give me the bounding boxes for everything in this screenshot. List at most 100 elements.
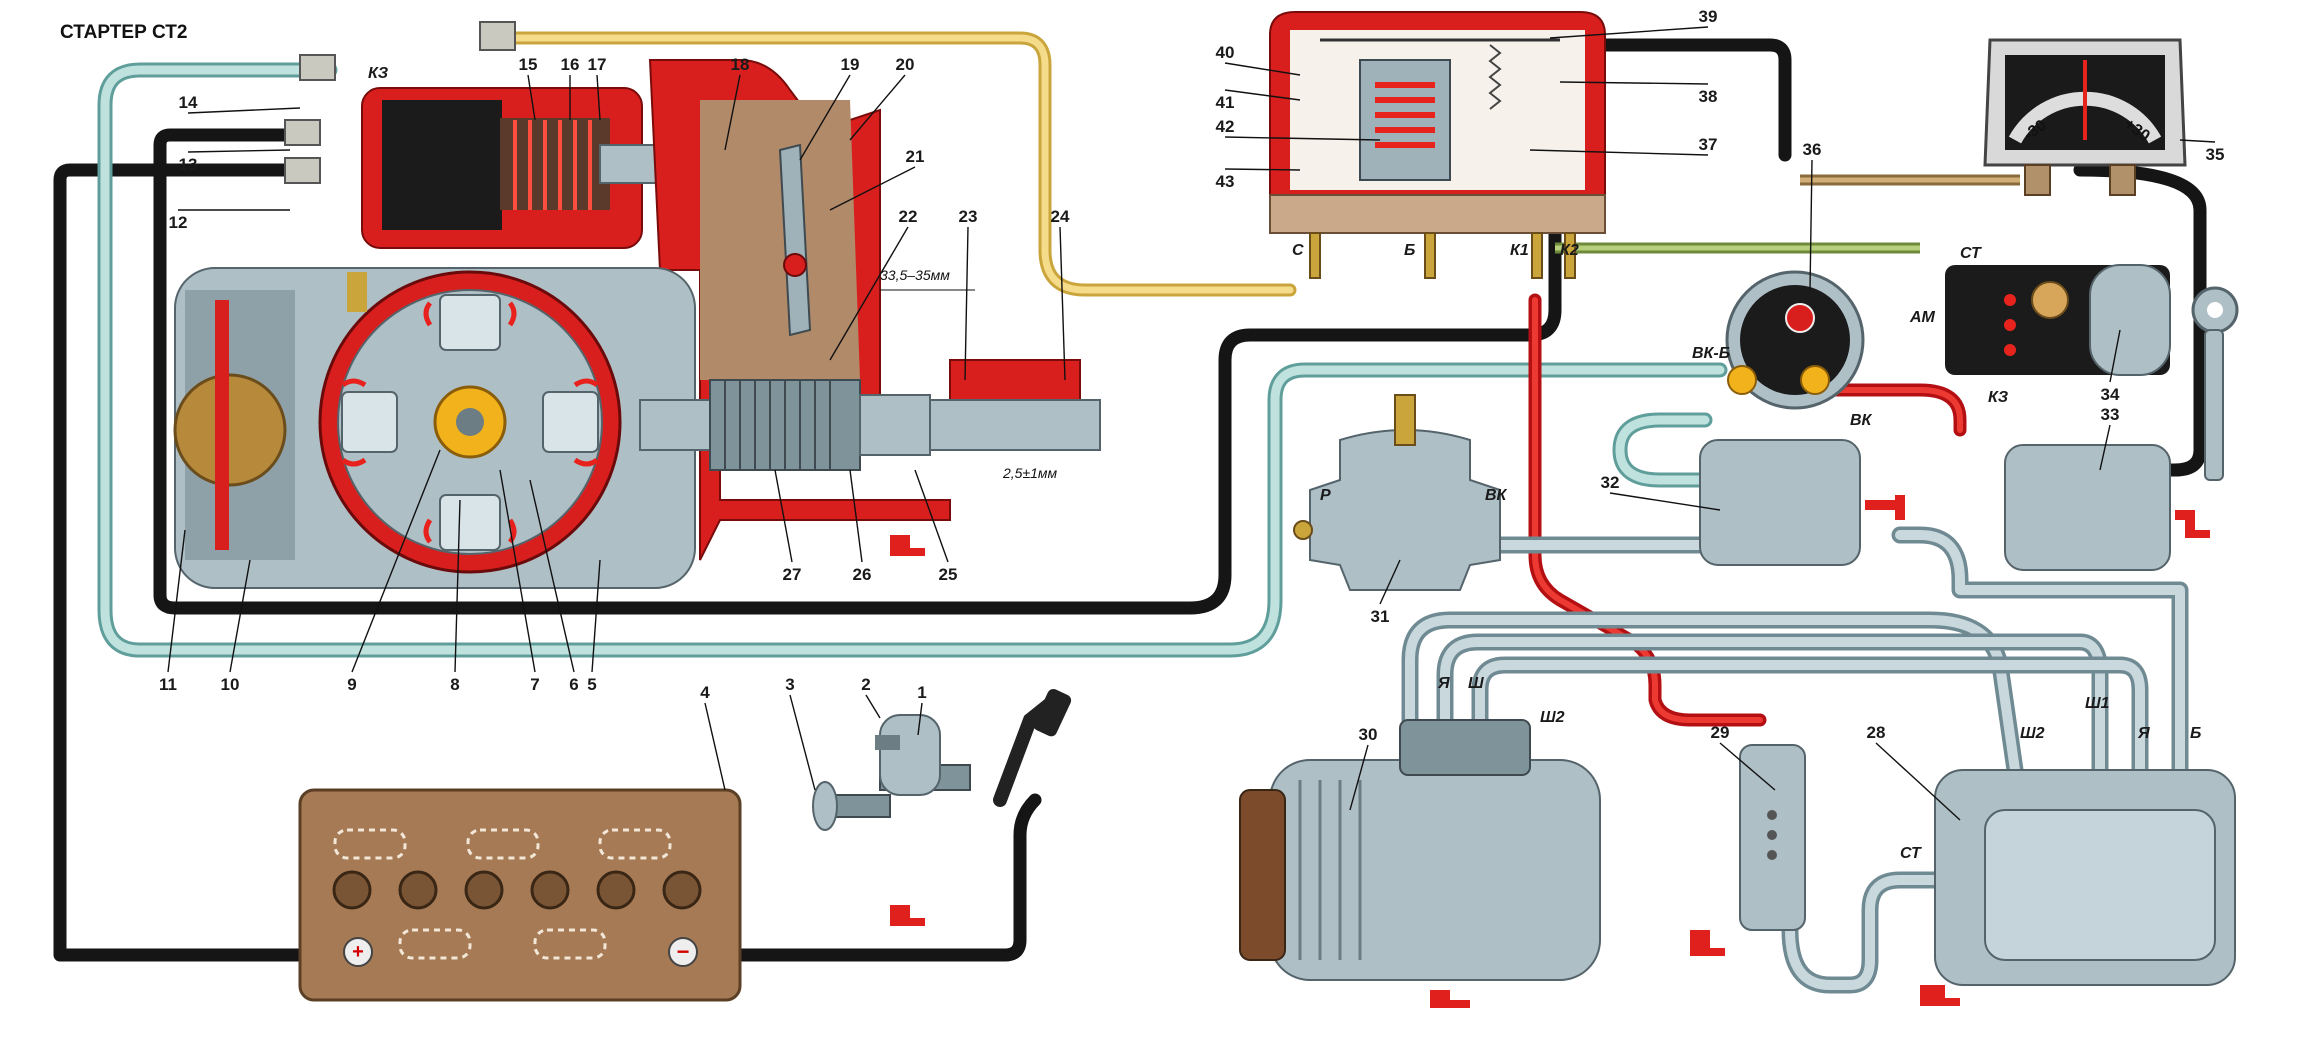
relay-k1-label: К1 — [1510, 242, 1529, 259]
callout-leader-6 — [529, 479, 575, 673]
callout-18: 18 — [731, 55, 750, 74]
callout-33: 33 — [2101, 405, 2120, 424]
wires — [53, 31, 2207, 994]
diagram-title: СТАРТЕР СТ2 — [60, 22, 187, 43]
end-cap-seal — [215, 300, 229, 550]
callout-29: 29 — [1711, 723, 1730, 742]
callout-leader-22 — [829, 226, 909, 361]
callout-16: 16 — [561, 55, 580, 74]
callout-11: 11 — [159, 675, 177, 694]
callout-8: 8 — [450, 675, 459, 694]
callout-6: 6 — [569, 675, 578, 694]
callout-leader-4 — [704, 702, 726, 791]
callout-28: 28 — [1867, 723, 1886, 742]
relay-b-label: Б — [1404, 242, 1415, 259]
box-33 — [2004, 444, 2171, 571]
battery-plus-terminal — [343, 937, 373, 967]
callout-leader-3 — [789, 694, 816, 791]
reg-b-label: Б — [2190, 725, 2201, 742]
callout-41: 41 — [1216, 93, 1235, 112]
gen-sh2-label: Ш2 — [1540, 709, 1565, 726]
callout-43: 43 — [1216, 172, 1235, 191]
regulator-ground — [1920, 985, 1960, 1006]
callout-leader-7 — [499, 469, 536, 673]
callout-22: 22 — [899, 207, 918, 226]
callout-5: 5 — [587, 675, 596, 694]
callout-leader-18 — [724, 74, 741, 151]
k3-cable-inner — [100, 65, 1725, 655]
box-32 — [1699, 439, 1861, 566]
starter-switch — [1725, 270, 1865, 410]
reg-st-label: СТ — [1900, 845, 1922, 862]
mass-switch — [812, 688, 1072, 926]
battery-cells — [332, 870, 702, 910]
generator — [1239, 719, 1601, 1008]
callout-35: 35 — [2206, 145, 2225, 164]
switch-body — [879, 714, 941, 796]
callout-12: 12 — [169, 213, 188, 232]
callout-7: 7 — [530, 675, 539, 694]
box-33-ground — [2175, 510, 2210, 538]
generator-ground — [1430, 990, 1470, 1008]
callout-leader-23 — [964, 226, 969, 381]
callout-34: 34 — [2101, 385, 2120, 404]
callout-32: 32 — [1601, 473, 1620, 492]
relay-posts — [1309, 232, 1576, 279]
callout-leader-39 — [1549, 26, 1709, 39]
lever-pivot — [783, 253, 807, 277]
switch-red-cable-inner — [1797, 387, 1963, 433]
generator-fins — [1298, 780, 1362, 960]
ignition-key — [2191, 286, 2239, 481]
capacitor-boxes — [1699, 439, 2210, 571]
callout-leader-33 — [2099, 424, 2111, 471]
gen-sh-label: Ш — [1468, 675, 1484, 692]
ammeter-post-right — [2109, 164, 2136, 196]
travel-dimension: 33,5–35мм — [880, 267, 950, 283]
callout-19: 19 — [841, 55, 860, 74]
callout-14: 14 — [179, 93, 198, 112]
callout-leader-21 — [829, 166, 916, 211]
callout-leader-17 — [596, 74, 601, 121]
callout-31: 31 — [1371, 607, 1390, 626]
callout-15: 15 — [519, 55, 538, 74]
battery-cable-black — [53, 163, 357, 962]
box-32-ground — [1865, 495, 1905, 520]
ignition-contacts — [2004, 294, 2016, 356]
relay-base — [1269, 194, 1606, 234]
callout-25: 25 — [939, 565, 958, 584]
callout-leader-8 — [454, 499, 461, 673]
callout-1: 1 — [917, 683, 926, 702]
relay-s-cable-inner — [506, 34, 1294, 294]
switch-rotor — [1785, 303, 1815, 333]
relay-c-label: С — [1292, 242, 1304, 259]
brush-holder — [173, 373, 287, 487]
switch-terminal-vk — [1800, 365, 1830, 395]
callout-leader-42 — [1224, 136, 1381, 141]
voltage-regulator — [1920, 769, 2236, 1006]
relay-core — [1359, 59, 1451, 181]
callout-leader-36 — [1809, 159, 1813, 291]
contact-cover — [382, 100, 502, 230]
gen-ya-label: Я — [1437, 675, 1450, 692]
callout-36: 36 — [1803, 140, 1822, 159]
callout-leader-20 — [849, 74, 906, 141]
switch-ground-symbol — [890, 905, 925, 926]
callout-leader-10 — [229, 559, 251, 673]
filter-ground — [1690, 930, 1725, 956]
callout-30: 30 — [1359, 725, 1378, 744]
solenoid-winding — [513, 120, 592, 210]
callout-leader-34 — [2109, 329, 2121, 383]
callout-leader-26 — [849, 469, 863, 563]
switch-vkb-label: ВК-Б — [1692, 345, 1730, 362]
callout-leader-31 — [1379, 559, 1401, 605]
ignition-coil — [1293, 394, 1501, 591]
callout-2: 2 — [861, 675, 870, 694]
callout-20: 20 — [896, 55, 915, 74]
callout-13: 13 — [179, 155, 198, 174]
callout-leader-28 — [1875, 742, 1961, 821]
callout-leader-24 — [1059, 226, 1066, 381]
callout-leader-15 — [527, 74, 536, 121]
starter-assembly — [173, 21, 1101, 589]
callout-leader-38 — [1559, 81, 1709, 85]
